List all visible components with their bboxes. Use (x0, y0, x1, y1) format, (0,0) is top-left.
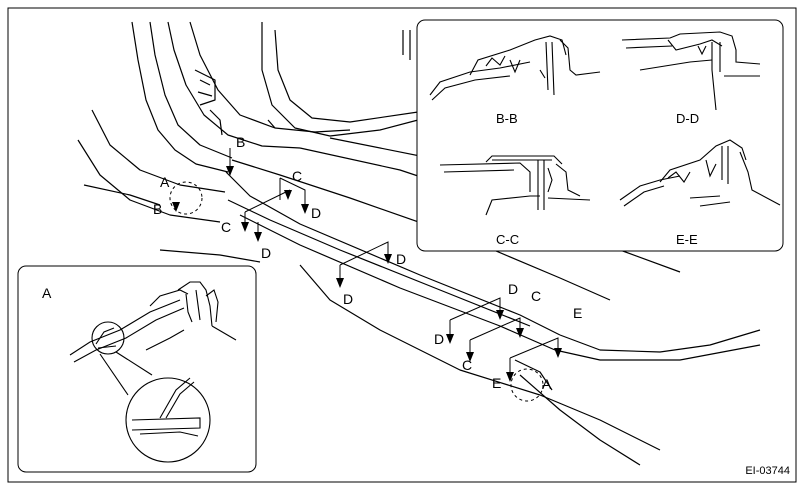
label-e-far-top: E (573, 305, 582, 321)
diagram-border (7, 7, 797, 483)
label-d-mid-right: D (396, 251, 406, 267)
detail-a-circle-left (169, 181, 203, 215)
figure-code: EI-03744 (745, 465, 790, 477)
label-d-right: D (311, 205, 321, 221)
label-c-far-left: C (462, 357, 472, 373)
label-d-mid-left: D (343, 291, 353, 307)
label-a-left: A (160, 174, 170, 190)
detail-a-circle-right (510, 368, 544, 402)
detail-a-panel (17, 265, 257, 473)
section-dd-label: D-D (676, 111, 699, 126)
section-bb-label: B-B (496, 111, 518, 126)
detail-a-label: A (42, 285, 52, 301)
section-bb-drawing (429, 35, 601, 101)
detail-a-drawing (69, 281, 237, 463)
section-dd-drawing (621, 31, 761, 111)
label-c-left: C (221, 219, 231, 235)
label-c-top: C (292, 168, 302, 184)
section-cc-drawing (439, 155, 591, 216)
label-b-left: B (153, 201, 162, 217)
label-a-far: A (542, 376, 552, 392)
label-e-far-left: E (492, 375, 501, 391)
section-views-panel (416, 19, 784, 252)
section-cc-label: C-C (496, 232, 519, 247)
section-arrows (172, 166, 562, 382)
section-ee-label: E-E (676, 232, 698, 247)
label-b-top: B (236, 134, 245, 150)
label-c-far-top: C (531, 288, 541, 304)
label-d-left: D (261, 245, 271, 261)
label-d-far-left: D (434, 331, 444, 347)
section-ee-drawing (619, 139, 781, 207)
label-d-far-top: D (508, 281, 518, 297)
